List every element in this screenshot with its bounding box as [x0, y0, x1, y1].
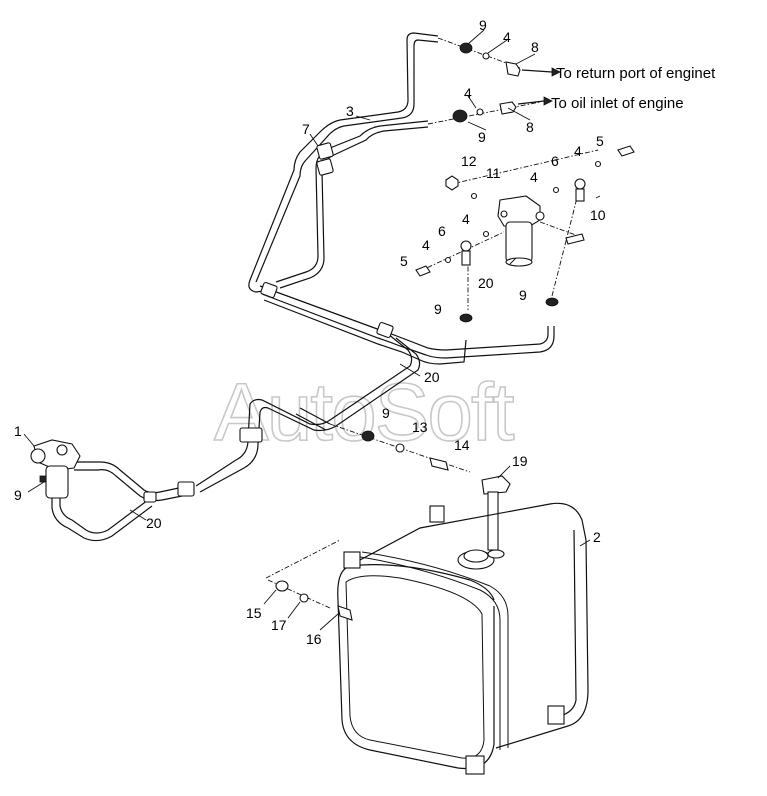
callout-20-a: 20	[478, 275, 494, 291]
oil-inlet-note: To oil inlet of engine	[551, 95, 684, 112]
callout-labels: 1 2 3 4 4 4 4 4 4 5 5 6 6 7 8 8 9 9 9 9 …	[14, 17, 606, 647]
fuel-tank	[265, 502, 589, 775]
callout-9-d: 9	[519, 287, 527, 303]
callout-8-a: 8	[531, 39, 539, 55]
callout-6-b: 6	[438, 223, 446, 239]
primary-filter-assembly	[30, 439, 81, 499]
callout-12: 12	[461, 153, 477, 169]
return-port-note: To return port of enginet	[556, 65, 716, 82]
callout-17: 17	[271, 617, 287, 633]
callout-16: 16	[306, 631, 322, 647]
callout-4-e: 4	[462, 211, 470, 227]
callout-8-b: 8	[526, 119, 534, 135]
callout-9-f: 9	[14, 487, 22, 503]
callout-4-d: 4	[530, 169, 538, 185]
callout-9-e: 9	[382, 405, 390, 421]
callout-9-a: 9	[479, 17, 487, 33]
secondary-filter-assembly	[415, 145, 635, 323]
callout-10: 10	[590, 207, 606, 223]
callout-4-b: 4	[464, 85, 472, 101]
callout-4-a: 4	[503, 29, 511, 45]
callout-14: 14	[454, 437, 470, 453]
callout-20-c: 20	[146, 515, 162, 531]
callout-15: 15	[246, 605, 262, 621]
callout-11: 11	[486, 165, 501, 181]
watermark: AutoSoft	[214, 367, 515, 458]
callout-9-b: 9	[478, 129, 486, 145]
callout-9-c: 9	[434, 301, 442, 317]
callout-5-b: 5	[400, 253, 408, 269]
callout-7: 7	[302, 121, 310, 137]
leader-lines	[23, 29, 601, 631]
callout-20-b: 20	[424, 369, 440, 385]
pipe-clamps	[143, 142, 394, 503]
fuel-pipes	[51, 32, 555, 542]
callout-4-f: 4	[422, 237, 430, 253]
center-fitting-group	[329, 423, 471, 473]
callout-4-c: 4	[574, 143, 582, 159]
callout-6-a: 6	[551, 153, 559, 169]
callout-3: 3	[346, 103, 354, 119]
return-port-fitting-group	[437, 37, 561, 77]
callout-2: 2	[593, 529, 601, 545]
callout-13: 13	[412, 419, 428, 435]
fuel-level-sender	[481, 475, 511, 551]
callout-5-a: 5	[596, 133, 604, 149]
callout-19: 19	[512, 453, 528, 469]
callout-1: 1	[14, 423, 22, 439]
